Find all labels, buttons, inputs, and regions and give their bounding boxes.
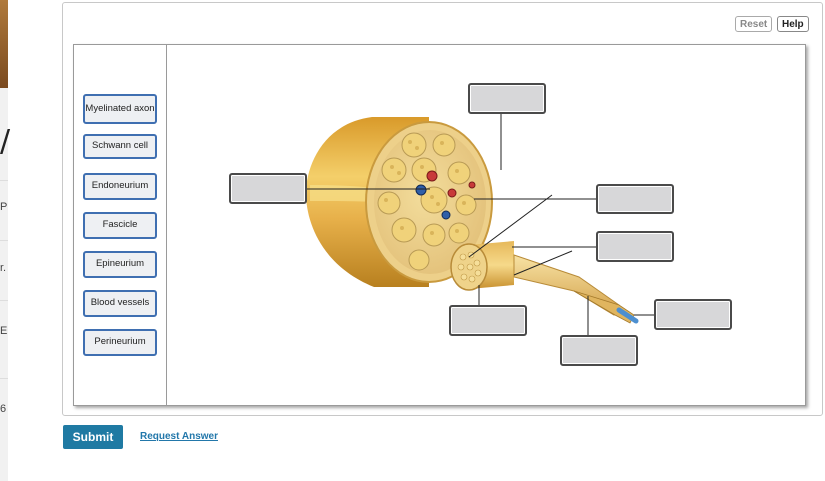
- background-glyph: /: [0, 124, 11, 159]
- drop-target-right-upper[interactable]: [596, 184, 674, 214]
- fascicle: [408, 249, 430, 271]
- reset-button[interactable]: Reset: [735, 16, 773, 32]
- submit-button[interactable]: Submit: [63, 425, 123, 449]
- blood-vessel: [426, 170, 438, 182]
- label-schwann-cell[interactable]: Schwann cell: [83, 134, 157, 159]
- blood-vessel: [441, 210, 451, 220]
- label-blood-vessels[interactable]: Blood vessels: [83, 290, 157, 317]
- fascicle: [377, 191, 401, 215]
- fascicle: [391, 217, 417, 243]
- fascicle: [447, 161, 471, 185]
- background-text: r.: [0, 262, 7, 274]
- fascicle-group: [377, 132, 477, 271]
- label-bank: Myelinated axon Schwann cell Endoneurium…: [74, 45, 167, 405]
- fascicle: [420, 186, 448, 214]
- fascicle: [432, 133, 456, 157]
- background-text: 6: [0, 403, 7, 415]
- fascicle: [455, 194, 477, 216]
- divider: [0, 378, 8, 379]
- label-myelinated-axon[interactable]: Myelinated axon: [83, 94, 157, 124]
- divider: [0, 240, 8, 241]
- label-perineurium[interactable]: Perineurium: [83, 329, 157, 356]
- drop-target-bottom-left[interactable]: [449, 305, 527, 336]
- label-fascicle[interactable]: Fascicle: [83, 212, 157, 239]
- drop-target-right-middle[interactable]: [596, 231, 674, 262]
- question-card: Reset Help Myelinated axon Schwann cell …: [62, 2, 823, 416]
- fascicle: [422, 223, 446, 247]
- leader-lines: [306, 114, 658, 337]
- divider: [0, 300, 8, 301]
- blood-vessel: [447, 188, 457, 198]
- fascicle: [401, 132, 427, 158]
- divider: [0, 180, 8, 181]
- background-photo: [0, 0, 8, 88]
- drop-target-top[interactable]: [468, 83, 546, 114]
- blood-vessel-group: [415, 170, 476, 220]
- fascicle: [381, 157, 407, 183]
- axon-core: [616, 307, 639, 324]
- background-text: P: [0, 201, 8, 213]
- drop-target-left[interactable]: [229, 173, 307, 204]
- background-page-edge: / P r. E 6: [0, 0, 11, 481]
- help-button[interactable]: Help: [777, 16, 809, 32]
- blood-vessel: [468, 181, 476, 189]
- background-text: E: [0, 325, 8, 337]
- drop-target-right-lower[interactable]: [654, 299, 732, 330]
- label-epineurium[interactable]: Epineurium: [83, 251, 157, 278]
- drop-target-bottom-right[interactable]: [560, 335, 638, 366]
- fascicle: [448, 222, 470, 244]
- request-answer-link[interactable]: Request Answer: [140, 431, 218, 442]
- blood-vessel: [415, 184, 427, 196]
- nerve-diagram: [306, 114, 658, 337]
- labeling-workspace: Myelinated axon Schwann cell Endoneurium…: [73, 44, 806, 406]
- label-endoneurium[interactable]: Endoneurium: [83, 173, 157, 200]
